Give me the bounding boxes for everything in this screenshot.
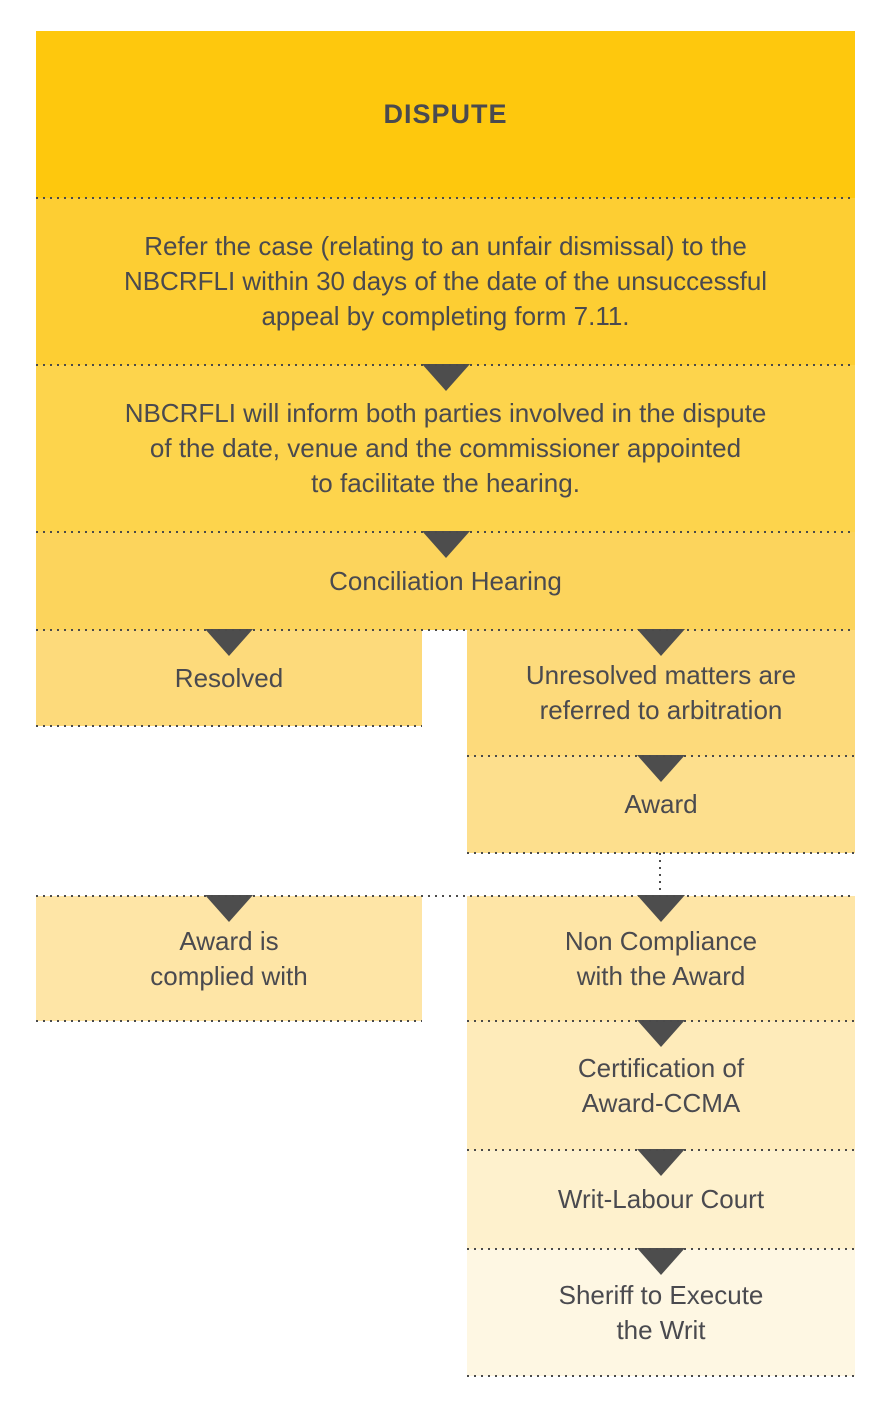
dotted-separator	[36, 197, 855, 199]
arrow-down-icon	[637, 1149, 685, 1176]
node-refer-case: Refer the case (relating to an unfair di…	[36, 198, 855, 365]
arrow-down-icon	[637, 1020, 685, 1047]
dotted-separator	[467, 1375, 855, 1377]
arrow-down-icon	[637, 895, 685, 922]
node-writ-labour-court: Writ-Labour Court	[467, 1149, 855, 1249]
dotted-separator	[36, 364, 855, 366]
dotted-separator	[36, 725, 422, 727]
arrow-down-icon	[205, 895, 253, 922]
node-nbcrfli-inform-label: NBCRFLI will inform both parties involve…	[124, 398, 767, 498]
node-award: Award	[467, 755, 855, 853]
node-resolved: Resolved	[36, 629, 422, 726]
node-certification-ccma-label: Certification of Award-CCMA	[577, 1052, 745, 1118]
dotted-separator	[467, 852, 855, 854]
node-conciliation-hearing: Conciliation Hearing	[36, 531, 855, 630]
node-award-label: Award	[624, 789, 698, 819]
node-writ-labour-court-label: Writ-Labour Court	[557, 1184, 765, 1214]
node-non-compliance: Non Compliance with the Award	[467, 895, 855, 1021]
arrow-down-icon	[421, 531, 470, 558]
node-unresolved-arbitration: Unresolved matters are referred to arbit…	[467, 629, 855, 756]
dotted-separator	[467, 1020, 855, 1022]
node-dispute: DISPUTE	[36, 31, 855, 198]
dotted-separator	[36, 895, 855, 897]
dotted-separator	[36, 629, 855, 631]
node-refer-case-label: Refer the case (relating to an unfair di…	[123, 231, 768, 331]
node-sheriff-execute-writ: Sheriff to Execute the Writ	[467, 1248, 855, 1376]
arrow-down-icon	[637, 1248, 685, 1275]
arrow-down-icon	[205, 629, 253, 656]
node-unresolved-arbitration-label: Unresolved matters are referred to arbit…	[525, 660, 797, 725]
arrow-down-icon	[637, 755, 685, 782]
dotted-separator	[36, 531, 855, 533]
node-conciliation-hearing-label: Conciliation Hearing	[329, 565, 562, 596]
dotted-separator	[467, 755, 855, 757]
dotted-separator	[467, 1149, 855, 1151]
arrow-down-icon	[637, 629, 685, 656]
dotted-separator	[467, 1248, 855, 1250]
node-dispute-label: DISPUTE	[383, 99, 508, 129]
node-award-complied-label: Award is complied with	[150, 925, 308, 991]
dotted-connector	[659, 853, 661, 896]
node-sheriff-execute-writ-label: Sheriff to Execute the Writ	[558, 1279, 764, 1345]
node-resolved-label: Resolved	[174, 662, 284, 693]
node-certification-ccma: Certification of Award-CCMA	[467, 1020, 855, 1150]
node-nbcrfli-inform: NBCRFLI will inform both parties involve…	[36, 364, 855, 532]
node-non-compliance-label: Non Compliance with the Award	[564, 925, 758, 991]
node-award-complied: Award is complied with	[36, 895, 422, 1021]
arrow-down-icon	[421, 364, 470, 391]
dotted-separator	[36, 1020, 422, 1022]
